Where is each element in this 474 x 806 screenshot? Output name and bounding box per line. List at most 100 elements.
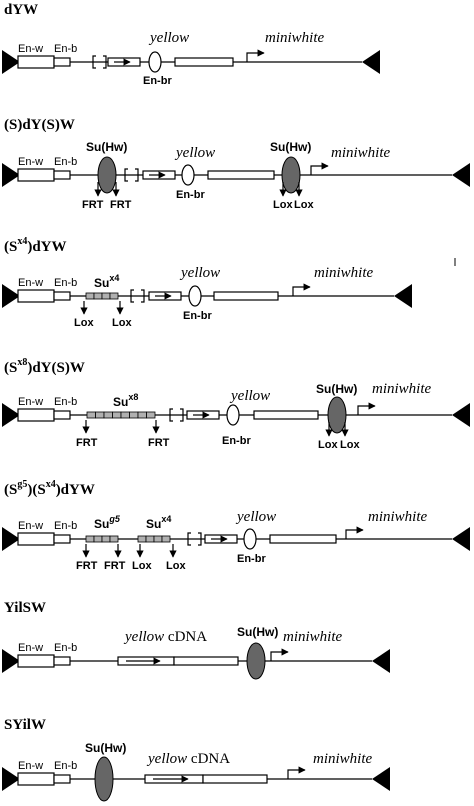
lox-label-1: Lox xyxy=(318,439,338,451)
en-br-label: En-br xyxy=(176,189,205,201)
right-end-triangle xyxy=(372,767,390,791)
en-w-label: En-w xyxy=(18,43,43,55)
en-b-box xyxy=(53,410,71,420)
yellow-gene-box xyxy=(213,291,279,301)
construct-title: SYilW xyxy=(4,717,46,733)
yellow-label: yellow xyxy=(174,145,215,161)
left-end-triangle xyxy=(2,284,20,308)
yellow-gene-box xyxy=(174,57,234,67)
left-end-triangle xyxy=(2,50,20,74)
lox-label-1: Lox xyxy=(132,560,152,572)
construct-title: (Sx8)dY(S)W xyxy=(4,357,85,376)
su-x4-block xyxy=(137,535,171,543)
left-end-triangle xyxy=(2,163,20,187)
construct-sg5-sx4-dyw: (Sg5)(Sx4)dYW En-w En-b Sug5 Sux4 FRT FR… xyxy=(2,479,470,572)
en-b-label: En-b xyxy=(54,156,77,168)
yellow-cdna-label: yellow cDNA xyxy=(146,751,230,767)
construct-sdysw: (S)dY(S)W En-w En-b Su(Hw) FRT FRT En-br… xyxy=(2,117,470,211)
en-w-box xyxy=(17,532,55,546)
right-bracket xyxy=(180,408,184,422)
en-br-label: En-br xyxy=(143,75,172,87)
su-x4-label: Sux4 xyxy=(146,514,171,531)
lox-label-2: Lox xyxy=(112,317,132,329)
en-w-label: En-w xyxy=(18,520,43,532)
en-b-box xyxy=(53,534,71,544)
en-w-label: En-w xyxy=(18,760,43,772)
left-bracket xyxy=(124,168,128,182)
en-w-label: En-w xyxy=(18,396,43,408)
en-b-label: En-b xyxy=(54,642,77,654)
yellow-cdna-box xyxy=(173,656,239,666)
yellow-label: yellow xyxy=(229,388,270,404)
su-hw-label-2: Su(Hw) xyxy=(270,140,311,154)
su-g5-label: Sug5 xyxy=(94,514,121,531)
construct-title: YilSW xyxy=(4,600,46,616)
en-w-box xyxy=(17,772,55,786)
frt-label-2: FRT xyxy=(104,560,126,572)
en-br-label: En-br xyxy=(237,553,266,565)
su-x4-label: Sux4 xyxy=(94,273,119,290)
miniwhite-arrow xyxy=(292,283,311,296)
construct-title: (S)dY(S)W xyxy=(4,117,75,133)
left-end-triangle xyxy=(2,403,20,427)
en-w-box xyxy=(17,168,55,182)
en-b-label: En-b xyxy=(54,760,77,772)
right-end-triangle xyxy=(452,527,470,551)
en-b-label: En-b xyxy=(54,396,77,408)
miniwhite-label: miniwhite xyxy=(313,751,373,767)
construct-yilsw: YilSW En-w En-b yellow cDNA Su(Hw) miniw… xyxy=(2,600,390,680)
left-end-triangle xyxy=(2,649,20,673)
su-hw-label: Su(Hw) xyxy=(316,382,357,396)
miniwhite-arrow xyxy=(270,648,289,661)
en-br-label: En-br xyxy=(183,310,212,322)
en-w-label: En-w xyxy=(18,277,43,289)
en-br-enhancer xyxy=(226,404,240,426)
lox-label-2: Lox xyxy=(294,199,314,211)
en-br-enhancer xyxy=(181,164,195,186)
yellow-label: yellow xyxy=(235,509,276,525)
right-bracket xyxy=(198,532,202,546)
en-br-enhancer xyxy=(243,528,257,550)
en-w-label: En-w xyxy=(18,156,43,168)
en-w-box xyxy=(17,289,55,303)
en-b-box xyxy=(53,774,71,784)
frt-label-2: FRT xyxy=(148,437,170,449)
construct-title: (Sg5)(Sx4)dYW xyxy=(4,479,95,498)
su-hw-label: Su(Hw) xyxy=(237,625,278,639)
en-b-box xyxy=(53,656,71,666)
construct-title: (Sx4)dYW xyxy=(4,236,67,255)
frt-label-1: FRT xyxy=(76,560,98,572)
construct-sx4-dyw: (Sx4)dYW En-w En-b Sux4 Lox Lox En-br ye… xyxy=(2,236,456,329)
en-br-enhancer xyxy=(188,285,202,307)
en-b-box xyxy=(53,57,71,67)
lox-label-2: Lox xyxy=(166,560,186,572)
su-x8-block xyxy=(86,411,156,419)
en-b-label: En-b xyxy=(54,43,77,55)
en-br-label: En-br xyxy=(222,435,251,447)
right-end-triangle xyxy=(372,649,390,673)
right-end-triangle xyxy=(452,403,470,427)
construct-sx8-dysw: (Sx8)dY(S)W En-w En-b Sux8 FRT FRT En-br… xyxy=(2,357,470,451)
yellow-gene-box xyxy=(269,534,337,544)
frt-label-1: FRT xyxy=(76,437,98,449)
en-b-box xyxy=(53,291,71,301)
right-end-triangle xyxy=(362,50,380,74)
su-x8-label: Sux8 xyxy=(113,392,138,409)
su-hw-label-1: Su(Hw) xyxy=(86,140,127,154)
en-w-label: En-w xyxy=(18,642,43,654)
yellow-gene-box xyxy=(253,410,319,420)
miniwhite-arrow xyxy=(357,402,376,415)
yellow-cdna-label: yellow cDNA xyxy=(123,629,207,645)
su-hw-insulator-1 xyxy=(97,156,117,194)
miniwhite-arrow xyxy=(310,162,329,175)
left-bracket xyxy=(130,289,134,303)
yellow-cdna-box xyxy=(202,774,268,784)
yellow-label: yellow xyxy=(148,30,189,46)
right-bracket xyxy=(103,55,107,69)
right-end-triangle xyxy=(394,284,412,308)
left-bracket xyxy=(187,532,191,546)
miniwhite-label: miniwhite xyxy=(283,629,343,645)
miniwhite-arrow xyxy=(246,49,265,62)
lox-label-2: Lox xyxy=(340,439,360,451)
miniwhite-label: miniwhite xyxy=(314,265,374,281)
